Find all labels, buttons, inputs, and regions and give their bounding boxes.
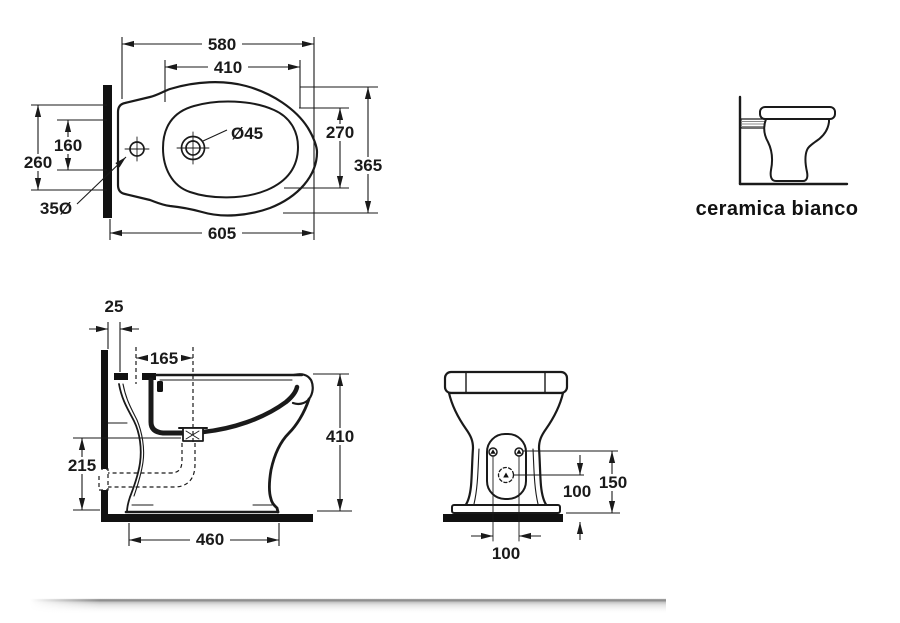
bowl-lip (291, 373, 314, 406)
dim-label-inner-width: 410 (214, 58, 242, 77)
front-view: 100 150 100 (443, 370, 632, 563)
dim-outlet-height: 215 (63, 437, 181, 511)
dim-overall-depth: 365 (283, 86, 388, 214)
bowl-bottom (200, 384, 300, 435)
dim-tap-hole-diameter: Ø45 (202, 124, 263, 143)
wall-outlet-box (98, 468, 109, 491)
spout-section (157, 381, 163, 392)
dim-label-tap-hole: Ø45 (231, 124, 263, 143)
icon-inlet-pipe (740, 118, 767, 129)
dim-base-length: 460 (128, 523, 280, 549)
floor-section (443, 514, 563, 522)
pedestal-crease-right (532, 448, 539, 505)
hidden-trap-pipework (98, 347, 196, 491)
rim-section (142, 373, 156, 380)
dim-label-fixing-hole: 35Ø (40, 199, 72, 218)
dim-height: 410 (313, 373, 360, 512)
icon-bowl-body (763, 118, 830, 182)
dim-back-depth: 260 (19, 104, 107, 191)
floor-section (101, 514, 313, 522)
dim-label-hole-offset: 160 (54, 136, 82, 155)
dim-fixing-hole-diameter: 35Ø (40, 156, 127, 218)
icon-seat-lid (759, 106, 836, 120)
bowl-left-wall (148, 377, 186, 436)
side-view: 25 165 410 215 460 (63, 297, 360, 549)
dim-inner-width: 410 (164, 58, 301, 108)
wall-section (101, 350, 108, 522)
dim-overall-width: 580 (121, 35, 315, 240)
back-profile-inner (122, 383, 145, 497)
dim-drain-height: 100 (563, 455, 591, 540)
dim-wall-gap: 25 (89, 297, 139, 372)
drain-hole (176, 131, 210, 165)
bottom-shadow (30, 596, 666, 616)
base-plinth (451, 504, 561, 514)
dim-inner-depth: 270 (284, 107, 360, 189)
dim-label-base-length: 460 (196, 530, 224, 549)
dim-label-holes-height: 150 (599, 473, 627, 492)
rim-back-section (114, 373, 128, 380)
dim-holes-spacing: 100 (471, 532, 541, 563)
dim-label-outlet-height: 215 (68, 456, 96, 475)
dim-label-drain-offset: 165 (150, 349, 178, 368)
top-view: Ø45 35Ø 580 410 605 (19, 35, 388, 243)
dim-label-inner-depth: 270 (326, 123, 354, 142)
ceramic-product-icon (738, 95, 849, 186)
dim-label-overall-length: 605 (208, 224, 236, 243)
pedestal-crease-left (473, 448, 480, 505)
dim-hole-offset: 160 (49, 119, 107, 171)
wall-section (103, 85, 112, 218)
dim-label-wall-gap: 25 (105, 297, 124, 316)
dim-drain-offset: 165 (136, 349, 193, 368)
dim-label-back-depth: 260 (24, 153, 52, 172)
dim-label-height: 410 (326, 427, 354, 446)
dim-holes-height: 150 (594, 451, 632, 513)
bidet-inner-bowl (162, 100, 299, 199)
dim-label-drain-height: 100 (563, 482, 591, 501)
product-caption: ceramica bianco (696, 198, 859, 220)
dim-label-overall-width: 580 (208, 35, 236, 54)
pedestal-front-edge (268, 397, 311, 514)
fixing-hole (124, 136, 150, 162)
dim-label-overall-depth: 365 (354, 156, 382, 175)
dim-label-holes-spacing: 100 (492, 544, 520, 563)
back-profile-outer (118, 383, 142, 513)
dim-overall-length: 605 (109, 219, 314, 243)
rim-band (443, 370, 569, 395)
